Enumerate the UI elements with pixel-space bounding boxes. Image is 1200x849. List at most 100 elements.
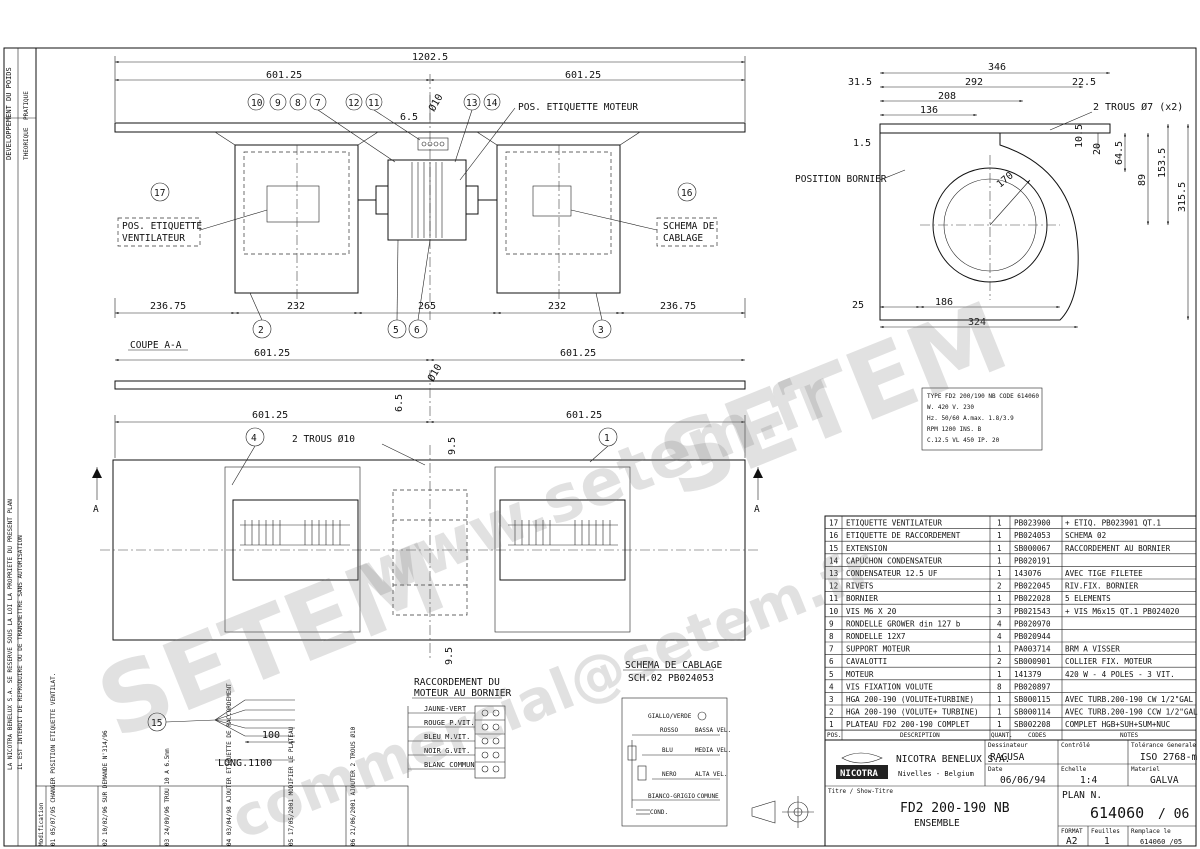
bom-cell-qty: 8 [997,682,1002,691]
dim-side-315-5: 315.5 [1177,182,1188,212]
wire-black-high: NOIR G.VIT. [424,747,470,755]
bom-cell-note: + ETIQ. PB023901 QT.1 [1065,519,1161,528]
bom-cell-note: 5 ELEMENTS [1065,594,1111,603]
bom-cell-note: RIV.FIX. BORNIER [1065,582,1139,591]
bom-cell-desc: MOTEUR [846,670,874,679]
dim-side-25: 25 [852,300,864,311]
dim-section-hole-dia: Ø10 [425,362,444,384]
revision-1: 01 05/07/95 CHANGER POSITION ETIQUETTE V… [50,673,57,846]
bom-cell-note: BRM A VISSER [1065,645,1120,654]
wiring-title-1: SCHEMA DE CABLAGE [625,660,723,671]
company-name: NICOTRA BENELUX S.A. [896,754,1010,765]
bom-cell-pos: 9 [829,619,834,628]
dim-plan-right: 601.25 [566,410,602,421]
bom-cell-qty: 3 [997,607,1002,616]
label-wiring-scheme-2: CABLAGE [663,233,703,244]
balloon-7: 7 [315,98,321,109]
balloon-2: 2 [258,325,264,336]
wiring-label-mid: MEDIA VEL. [695,747,731,754]
bom-cell-code: SB000115 [1014,695,1051,704]
bom-cell-pos: 10 [829,607,839,616]
wiring-label-high: ALTA VEL. [695,771,728,778]
side-plate [879,123,1111,134]
bom-cell-code: PB022045 [1014,582,1051,591]
bom-cell-code: SB000114 [1014,708,1051,717]
wiring-label-blue: BLU [662,747,673,754]
balloon-3: 3 [598,325,604,336]
bom-cell-desc: RIVETS [846,582,874,591]
bom-cell-note: SCHEMA 02 [1065,531,1106,540]
wiring-label-black: NERO [662,771,677,778]
revision-modif-label: Modification [38,802,45,846]
sheet-border [3,47,1197,847]
bom-cell-desc: HGA 200-190 (VOLUTE+TURBINE) [846,695,974,704]
front-view: 1202.5 601.25 601.25 6.5 Ø10 [114,52,746,339]
label-fan-position-2: VENTILATEUR [122,233,185,244]
revision-5: 05 17/05/2001 MODIFIER LE PLATEAU [288,726,295,846]
bom-cell-desc: VIS FIXATION VOLUTE [846,682,933,691]
dim-section-right: 601.25 [560,348,596,359]
sheets-label: Feuilles [1091,828,1120,835]
bom-cell-qty: 4 [997,632,1002,641]
nameplate-line-3: Hz. 50/60 A.max. 1.8/3.9 [927,415,1014,422]
dim-side-153-5: 153.5 [1157,148,1168,178]
revision-2: 02 10/02/96 SUR DEMANDE N'314/96 [102,730,109,846]
dim-side-208: 208 [938,91,956,102]
section-title: COUPE A-A [130,340,182,351]
company-location: Nivelles - Belgium [898,770,974,778]
bom-cell-pos: 2 [829,708,834,717]
section-mark-left: A [93,504,99,515]
nicotra-logo-mark [841,752,883,764]
bom-cell-desc: RONDELLE GROWER din 127 b [846,619,961,628]
checker-label: Contrôlé [1061,742,1090,749]
plan-motor-hidden [392,489,468,616]
dim-section-hole-offset: 6.5 [394,394,405,412]
balloon-4: 4 [251,433,257,444]
front-motor [387,159,467,241]
revision-4: 04 03/04/98 AJOUTER ETIQUETTE DE RACCORD… [226,683,233,846]
connection-title-1: RACCORDEMENT DU [414,677,500,688]
drawing-title-label: Titre / Show-Titre [828,788,893,795]
nicotra-logo: NICOTRA [840,769,879,779]
wiring-label-common: COMUNE [697,793,719,800]
plan-left-fan [232,499,359,581]
bom-cell-code: PB023900 [1014,519,1051,528]
bom-cell-code: SB000901 [1014,657,1051,666]
designer-name: RAGUSA [990,752,1025,763]
balloon-11: 11 [368,98,380,109]
scale-value: 1:4 [1080,775,1097,786]
wire-yellow-green: JAUNE-VERT [424,705,467,713]
dim-side-292: 292 [965,77,983,88]
wiring-label-position [532,185,572,217]
wiring-label-low: BASSA VEL. [695,727,731,734]
bom-cell-note: COMPLET HGB+SUH+SUM+NUC [1065,720,1170,729]
drawing-subtitle: ENSEMBLE [914,818,960,829]
front-left-volute [234,144,359,294]
balloon-5: 5 [393,325,399,336]
bom-cell-qty: 1 [997,720,1002,729]
bom-cell-desc: RONDELLE 12X7 [846,632,905,641]
bom-cell-qty: 4 [997,619,1002,628]
dim-side-20: 20 [1092,143,1103,155]
dim-side-width: 346 [988,62,1006,73]
wiring-label-red: ROSSO [660,727,678,734]
bom-cell-code: 141379 [1014,670,1042,679]
motor-connection-diagram: RACCORDEMENT DU MOTEUR AU BORNIER JAUNE-… [407,677,512,779]
motor-nameplate: TYPE FD2 200/190 NB CODE 614060 W. 420 V… [921,387,1043,451]
wiring-label-white-grey: BIANCO-GRIGIO [648,793,695,800]
bom-cell-code: PA003714 [1014,645,1051,654]
tolerance-value: ISO 2768-m [1140,752,1197,763]
bom-cell-pos: 17 [829,519,838,528]
dim-side-1-5: 1.5 [853,138,871,149]
left-margin: DEVELOPPEMENT DU POIDS THEORIQUE PRATIQU… [4,67,409,847]
bom-header-codes: CODES [1028,732,1046,739]
plan-number-label: PLAN N. [1062,790,1102,801]
bom-cell-desc: SUPPORT MOTEUR [846,645,910,654]
bom-cell-code: PB020191 [1014,556,1051,565]
bom-header-pos: POS. [827,732,841,739]
dim-plan-9-5-bottom: 9.5 [444,647,455,665]
revision-3: 03 24/09/96 TROU 10 A 6.5mm [164,748,171,846]
wiring-scheme-frame [621,697,728,827]
dim-bottom-left: 232 [287,301,305,312]
